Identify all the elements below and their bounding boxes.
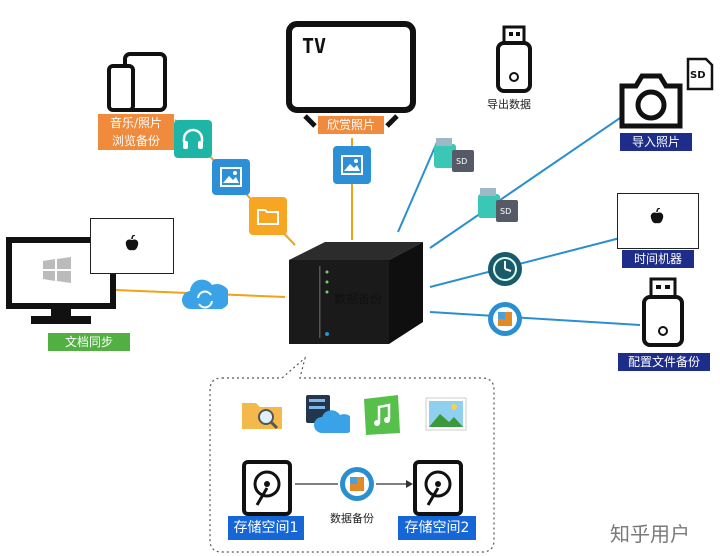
usb-drive-icon [494, 25, 534, 99]
sd-reader-icon-2 [476, 186, 520, 230]
sd-card-text: SD [690, 70, 706, 81]
storage2-label: 存储空间2 [398, 516, 476, 540]
storage1-label: 存储空间1 [228, 516, 304, 540]
line-config-nas [429, 311, 641, 326]
apple-logo-icon-pc [125, 234, 139, 256]
line-camera-nas [429, 117, 621, 249]
backup-sync-icon [338, 465, 376, 507]
sd-reader-icon-1 [432, 136, 476, 180]
sd-text-1: SD [456, 157, 468, 166]
phone-label-line1: 音乐/照片 [109, 116, 163, 130]
hdd-icon-2 [412, 459, 464, 521]
phone-label-line2: 浏览备份 [111, 134, 160, 148]
image-tile-left [212, 159, 250, 195]
nas-text: 数据备份 [334, 292, 383, 306]
phone-label: 音乐/照片 浏览备份 [98, 114, 174, 150]
arrow-head [406, 480, 413, 488]
tv-text: TV [302, 34, 327, 58]
config-backup-icon [486, 300, 524, 342]
line-usb-nas [397, 139, 439, 233]
folder-tile [249, 197, 287, 235]
image-icon [341, 155, 363, 175]
folder-search-icon [240, 397, 284, 435]
sd-text-2: SD [500, 207, 512, 216]
watermark: 知乎用户 [610, 522, 690, 546]
server-cloud-icon [304, 393, 354, 439]
pc-label: 文档同步 [48, 333, 130, 351]
folder-icon [257, 209, 279, 225]
sd-card-icon [686, 57, 714, 95]
config-usb-icon [640, 277, 686, 353]
line-timemachine-nas [429, 237, 621, 288]
image-tile-tv [333, 146, 371, 184]
tv-label: 欣赏照片 [318, 116, 384, 134]
image-icon [220, 167, 242, 187]
config-backup-label: 配置文件备份 [618, 353, 710, 371]
nas-device [285, 238, 433, 352]
hdd-icon-1 [241, 459, 293, 521]
camera-icon [616, 70, 686, 136]
cloud-sync-icon [181, 277, 230, 317]
dotted-backup-frame [209, 356, 495, 553]
apple-logo-icon [650, 207, 664, 229]
time-machine-icon [487, 251, 523, 291]
phone-tablet-icon [105, 52, 167, 116]
backup-label: 数据备份 [330, 512, 374, 525]
music-app-icon [362, 395, 402, 439]
tv-icon [285, 20, 417, 134]
headphones-tile [174, 120, 212, 158]
camera-label: 导入照片 [620, 133, 692, 151]
usb-export-label: 导出数据 [487, 98, 531, 111]
windows-logo-icon [43, 257, 71, 287]
photo-landscape-icon [424, 396, 468, 436]
time-machine-label: 时间机器 [622, 250, 694, 268]
headphones-icon [182, 128, 204, 149]
